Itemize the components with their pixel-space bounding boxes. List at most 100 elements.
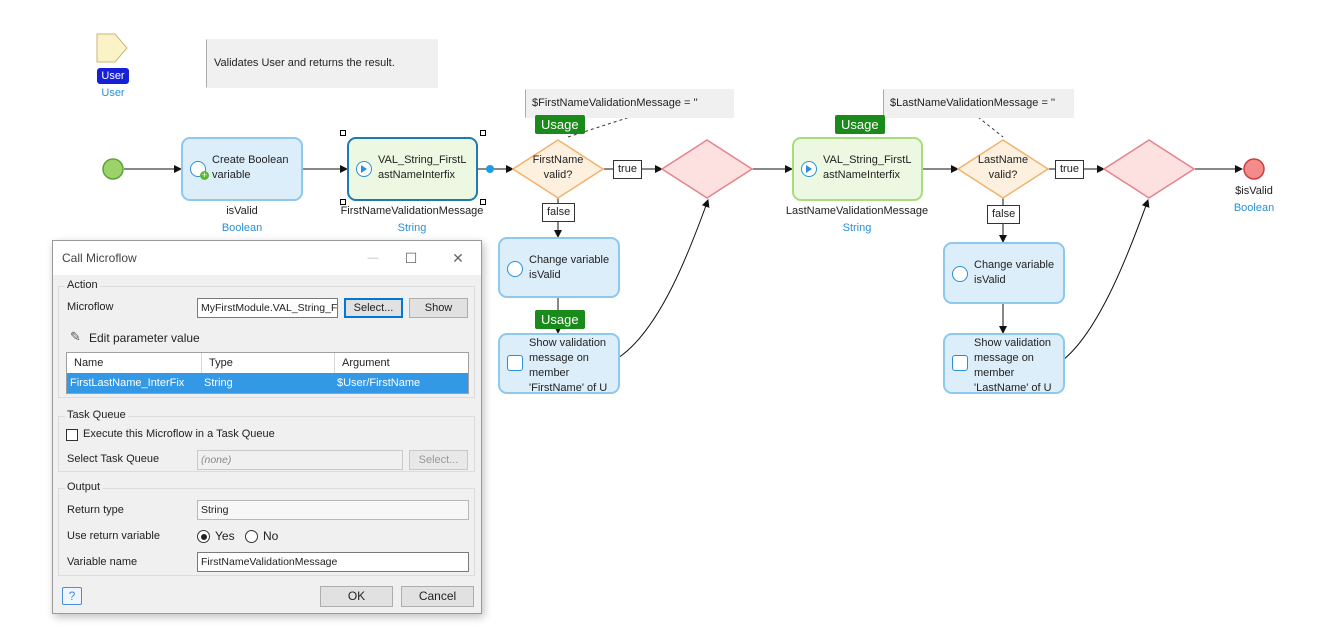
call-microflow-last-var: LastNameValidationMessage [785,205,929,217]
variable-name-field[interactable]: FirstNameValidationMessage [197,552,469,572]
merge-first-shape [660,139,754,199]
select-microflow-button[interactable]: Select... [344,298,403,318]
edit-parameter-link[interactable]: Edit parameter value [89,331,200,345]
resize-handle-tr[interactable] [480,130,486,136]
resize-handle-tl[interactable] [340,130,346,136]
parameter-name: User [101,87,125,99]
lastname-annotation[interactable]: $LastNameValidationMessage = '' [884,89,1074,118]
split-first-shape [511,139,605,199]
parameter-shape [96,33,128,63]
false-label-last: false [987,205,1021,224]
call-microflow-first-text: VAL_String_FirstLastNameInterfix [378,154,467,181]
change-variable-first-text: Change variable isValid [529,254,610,281]
split-last-text[interactable]: LastName valid? [977,154,1029,181]
parameter-badge: User [97,68,129,84]
output-group-title: Output [65,481,103,493]
split-first-text[interactable]: FirstName valid? [532,154,584,181]
task-queue-group [58,416,475,472]
select-task-queue-label: Select Task Queue [67,453,160,465]
call-microflow-last-activity[interactable]: VAL_String_FirstLastNameInterfix [792,137,923,201]
false-label-first: false [542,203,576,222]
close-icon[interactable]: ✕ [452,250,464,266]
usage-badge-call-last: Usage [835,115,885,134]
usage-badge-split-first: Usage [535,115,585,134]
help-icon[interactable]: ? [62,587,82,605]
merge-last-shape [1102,139,1196,199]
play-icon [356,161,372,177]
cell-type: String [204,377,233,389]
task-queue-checkbox[interactable] [66,429,78,441]
validation-message-icon [952,355,968,371]
output-group [58,488,475,576]
show-validation-first-text: Show validation message on member 'First… [529,337,608,394]
end-event-var: $isValid [1235,185,1273,197]
select-task-queue-button[interactable]: Select... [409,450,468,470]
ok-button[interactable]: OK [320,586,393,607]
task-queue-field[interactable]: (none) [197,450,403,470]
validation-message-icon [507,355,523,371]
show-validation-last-text: Show validation message on member 'LastN… [974,337,1052,394]
dialog-titlebar[interactable]: Call Microflow — ☐ ✕ [53,241,481,275]
create-variable-activity[interactable]: + Create Boolean variable [181,137,303,201]
play-icon [801,161,817,177]
call-microflow-first-type: String [397,222,427,234]
show-validation-last-activity[interactable]: Show validation message on member 'LastN… [943,333,1065,394]
end-event [1243,158,1265,180]
use-return-no-label[interactable]: No [263,529,279,543]
create-variable-text: Create Boolean variable [212,154,289,181]
microflow-label: Microflow [67,301,114,313]
parameter-table: Name Type Argument FirstLastName_InterFi… [66,352,469,394]
create-variable-name: isValid [226,205,258,217]
change-variable-last-activity[interactable]: Change variable isValid [943,242,1065,304]
use-return-variable-label: Use return variable [67,530,160,542]
change-variable-first-activity[interactable]: Change variable isValid [498,237,620,298]
lastname-annotation-text: $LastNameValidationMessage = '' [890,97,1056,109]
end-event-type: Boolean [1233,202,1275,214]
pencil-icon: ✎ [70,329,81,344]
task-queue-group-title: Task Queue [65,409,128,421]
create-variable-type: Boolean [221,222,263,234]
cancel-button[interactable]: Cancel [401,586,474,607]
return-type-label: Return type [67,504,124,516]
resize-handle-bl[interactable] [340,199,346,205]
call-microflow-first-activity[interactable]: VAL_String_FirstLastNameInterfix [347,137,478,201]
call-microflow-last-text: VAL_String_FirstLastNameInterfix [823,154,912,181]
start-event [102,158,124,180]
maximize-icon[interactable]: ☐ [404,250,418,266]
variable-name-label: Variable name [67,556,138,568]
create-variable-icon: + [190,161,209,180]
doc-annotation-text: Validates User and returns the result. [214,57,395,69]
column-header-type[interactable]: Type [202,353,335,373]
action-group-title: Action [65,279,100,291]
minimize-icon[interactable]: — [367,252,379,264]
action-group [58,286,475,398]
use-return-yes-radio[interactable] [197,530,210,543]
column-header-argument[interactable]: Argument [342,357,390,369]
table-row[interactable]: FirstLastName_InterFix String $User/Firs… [67,373,468,393]
change-variable-icon [952,266,968,282]
call-microflow-last-type: String [842,222,872,234]
usage-badge-show-first: Usage [535,310,585,329]
dialog-title: Call Microflow [62,251,137,265]
change-variable-last-text: Change variable isValid [974,259,1055,286]
show-validation-first-activity[interactable]: Show validation message on member 'First… [498,333,620,394]
call-microflow-first-var: FirstNameValidationMessage [340,205,484,217]
true-label-first: true [613,160,642,179]
use-return-yes-label[interactable]: Yes [215,529,235,543]
firstname-annotation[interactable]: $FirstNameValidationMessage = '' [526,89,734,118]
use-return-no-radio[interactable] [245,530,258,543]
column-header-name[interactable]: Name [67,353,202,373]
cell-name: FirstLastName_InterFix [70,377,185,389]
true-label-last: true [1055,160,1084,179]
firstname-annotation-text: $FirstNameValidationMessage = '' [532,97,698,109]
microflow-field[interactable]: MyFirstModule.VAL_String_FirstLastNameIn… [197,298,338,318]
show-microflow-button[interactable]: Show [409,298,468,318]
split-last-shape [956,139,1050,199]
cell-argument: $User/FirstName [337,377,421,389]
task-queue-checkbox-label[interactable]: Execute this Microflow in a Task Queue [83,428,275,440]
doc-annotation[interactable]: Validates User and returns the result. [207,39,438,88]
change-variable-icon [507,261,523,277]
resize-handle-br[interactable] [480,199,486,205]
return-type-field: String [197,500,469,520]
